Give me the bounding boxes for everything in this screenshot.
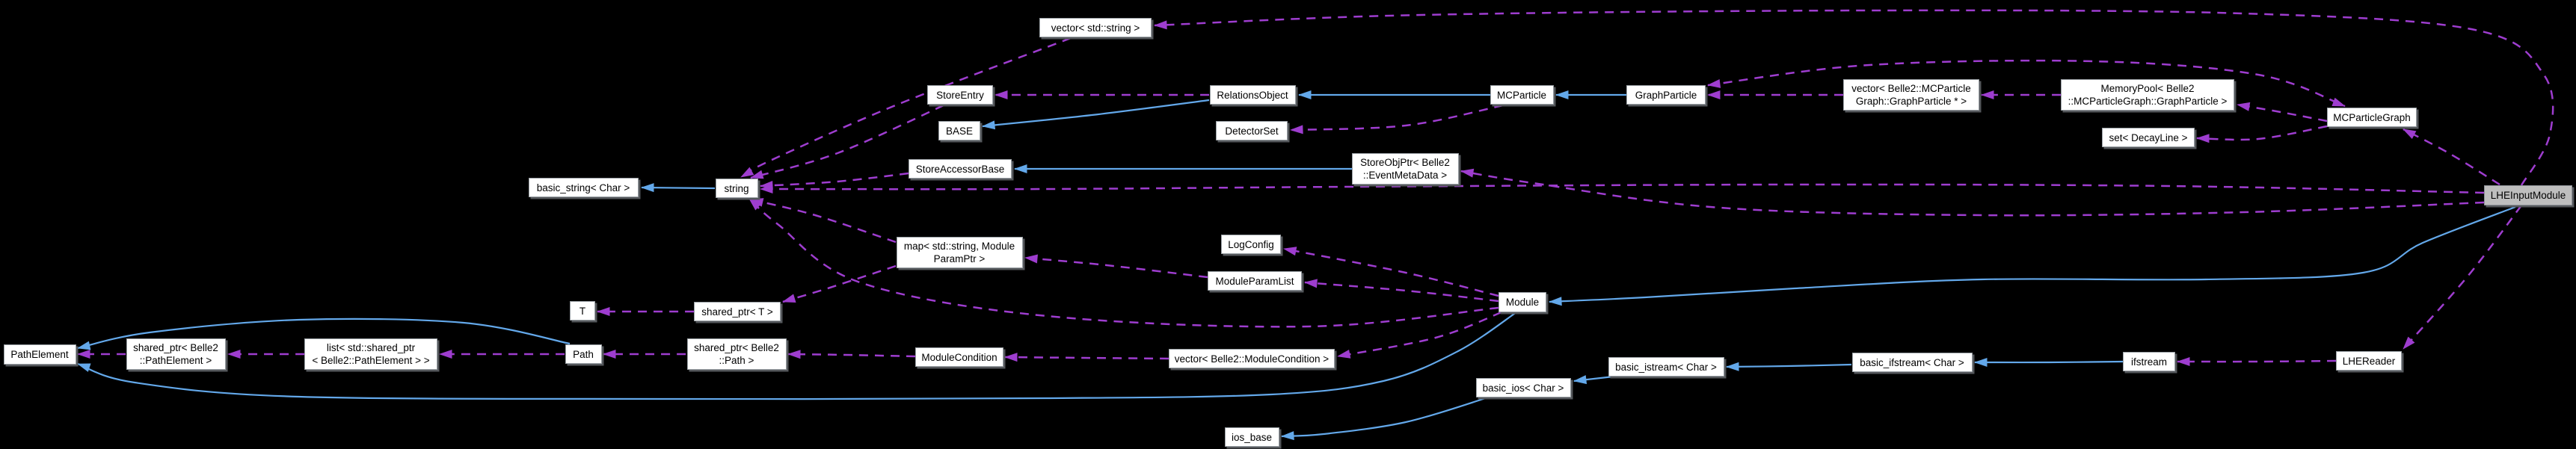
- class-node-logconfig[interactable]: LogConfig: [1221, 235, 1281, 254]
- edge-lheinputmodule-to-lhereader: [2403, 205, 2522, 350]
- edge-mcparticle-to-detectorset: [1290, 104, 1504, 134]
- edge-basic-ios-char-to-ios-base: [1281, 396, 1489, 441]
- class-node-path[interactable]: Path: [565, 344, 602, 364]
- class-node-graphparticle[interactable]: GraphParticle: [1626, 85, 1706, 105]
- edge-graphparticle-to-mcparticlegraph: [1707, 59, 2346, 108]
- edge-relationsobject-to-base: [982, 99, 1210, 130]
- edge-basic-istream-char-to-basic-ios-char: [1573, 375, 1614, 385]
- class-node-storeentry[interactable]: StoreEntry: [927, 85, 993, 105]
- class-node-string[interactable]: string: [715, 179, 758, 198]
- class-node-shared-ptr-pathelement[interactable]: shared_ptr< Belle2 ::PathElement >: [126, 338, 226, 370]
- edge-map-moduleparamptr-to-string: [750, 198, 897, 244]
- class-node-base[interactable]: BASE: [938, 121, 980, 140]
- edge-vector-modulecondition-to-modulecondition: [1004, 353, 1169, 362]
- class-node-module[interactable]: Module: [1498, 291, 1546, 312]
- edge-vector-std-string-to-string: [740, 37, 1072, 179]
- edge-storeentry-to-string: [750, 104, 944, 179]
- class-node-t[interactable]: T: [570, 301, 595, 321]
- edge-lhereader-to-ifstream: [2177, 357, 2337, 367]
- edge-module-to-moduleparamlist: [1304, 279, 1499, 303]
- edge-storeaccessorbase-to-string: [760, 172, 909, 191]
- class-node-vector-modulecondition[interactable]: vector< Belle2::ModuleCondition >: [1169, 349, 1335, 368]
- class-node-pathelement[interactable]: PathElement: [3, 344, 76, 365]
- class-node-relationsobject[interactable]: RelationsObject: [1209, 85, 1296, 105]
- class-node-mcparticle[interactable]: MCParticle: [1490, 85, 1554, 105]
- edge-lheinputmodule-to-mcparticlegraph: [2403, 128, 2500, 186]
- class-node-moduleparamlist[interactable]: ModuleParamList: [1208, 271, 1302, 291]
- class-node-modulecondition[interactable]: ModuleCondition: [915, 347, 1003, 367]
- class-node-vector-std-string[interactable]: vector< std::string >: [1039, 18, 1152, 37]
- edge-module-to-string: [748, 198, 1499, 328]
- edge-basic-ifstream-char-to-basic-istream-char: [1726, 362, 1852, 371]
- edge-lheinputmodule-to-storeobjptr-eventmetadata: [1460, 168, 2485, 217]
- edge-modulecondition-to-shared-ptr-path: [787, 350, 916, 359]
- class-node-mcparticlegraph[interactable]: MCParticleGraph: [2327, 108, 2417, 127]
- class-node-memorypool-graphparticle[interactable]: MemoryPool< Belle2 ::MCParticleGraph::Gr…: [2061, 79, 2234, 111]
- class-node-set-decayline[interactable]: set< DecayLine >: [2102, 128, 2195, 147]
- class-node-lheinputmodule[interactable]: LHEInputModule: [2484, 185, 2572, 205]
- class-node-shared-ptr-t[interactable]: shared_ptr< T >: [694, 302, 781, 321]
- class-node-detectorset[interactable]: DetectorSet: [1216, 121, 1288, 140]
- edge-moduleparamlist-to-map-moduleparamptr: [1024, 254, 1208, 279]
- class-node-ios-base[interactable]: ios_base: [1224, 427, 1279, 447]
- edge-mcparticlegraph-to-set-decayline: [2196, 125, 2328, 143]
- class-node-ifstream[interactable]: ifstream: [2123, 352, 2175, 371]
- class-node-basic-ifstream-char[interactable]: basic_ifstream< Char >: [1851, 353, 1973, 372]
- class-node-storeobjptr-eventmetadata[interactable]: StoreObjPtr< Belle2 ::EventMetaData >: [1351, 153, 1459, 185]
- edge-path-to-pathelement: [77, 318, 571, 350]
- class-node-vector-graphparticle-ptr[interactable]: vector< Belle2::MCParticle Graph::GraphP…: [1843, 79, 1979, 111]
- edge-map-moduleparamptr-to-shared-ptr-t: [782, 264, 897, 303]
- class-node-basic-string-char[interactable]: basic_string< Char >: [528, 178, 639, 197]
- class-node-shared-ptr-path[interactable]: shared_ptr< Belle2 ::Path >: [686, 338, 787, 370]
- edge-mcparticlegraph-to-memorypool-graphparticle: [2237, 102, 2328, 123]
- class-node-map-moduleparamptr[interactable]: map< std::string, Module ParamPtr >: [896, 237, 1023, 268]
- class-node-list-shared-ptr-pathelement[interactable]: list< std::shared_ptr < Belle2::PathElem…: [304, 338, 437, 370]
- class-node-storeaccessorbase[interactable]: StoreAccessorBase: [909, 159, 1012, 179]
- class-node-lhereader[interactable]: LHEReader: [2336, 351, 2402, 371]
- edge-module-to-logconfig: [1283, 247, 1499, 297]
- class-node-basic-ios-char[interactable]: basic_ios< Char >: [1475, 378, 1571, 397]
- edge-lheinputmodule-to-string: [760, 183, 2485, 194]
- edge-module-to-pathelement: [77, 312, 1517, 400]
- edge-lheinputmodule-to-vector-std-string: [1154, 9, 2554, 186]
- edge-lheinputmodule-to-module: [1549, 205, 2516, 306]
- class-node-basic-istream-char[interactable]: basic_istream< Char >: [1608, 357, 1724, 377]
- edge-module-to-vector-modulecondition: [1337, 311, 1502, 359]
